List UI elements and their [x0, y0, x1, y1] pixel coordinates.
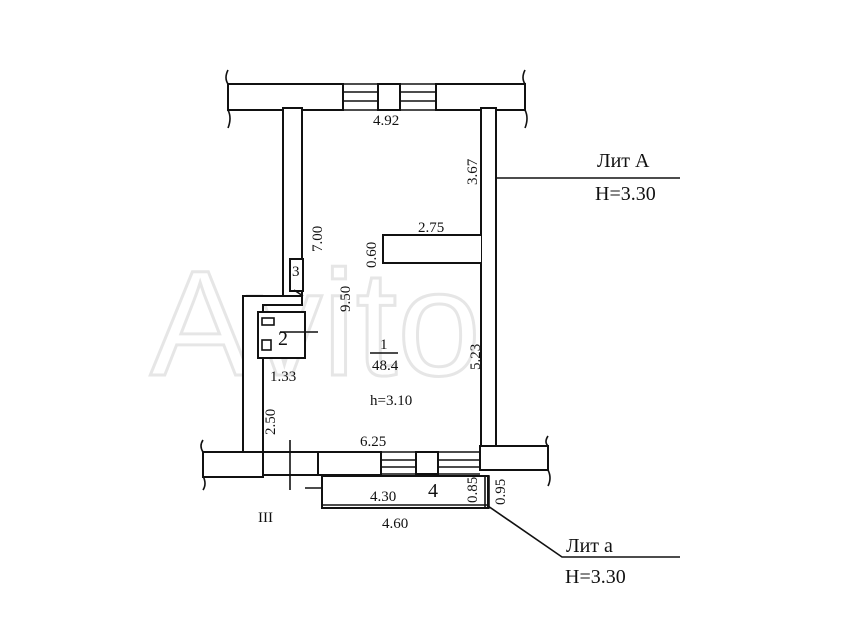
top-window	[343, 83, 436, 111]
dim-top: 4.92	[373, 113, 399, 129]
dim-balcony-outer: 4.60	[382, 516, 408, 532]
walls	[200, 69, 680, 558]
balcony	[321, 475, 489, 509]
room-4-number: 4	[428, 480, 438, 502]
dim-left-total: 9.50	[338, 286, 354, 312]
dim-balcony-depth-inner: 0.85	[465, 477, 481, 503]
toilet-icon	[261, 317, 275, 326]
bottom-window	[381, 451, 480, 475]
floor-label: III	[258, 510, 273, 526]
dim-balcony-depth-outer: 0.95	[493, 479, 509, 505]
labels: 4.92 3.67 2.75 0.60 7.00 9.50 5.23 1.33 …	[258, 113, 656, 588]
balcony-building-height: Н=3.30	[565, 566, 626, 588]
building-label: Лит А	[597, 150, 650, 172]
bottom-wall-mid	[317, 451, 382, 476]
dim-bath-width: 1.33	[270, 369, 296, 385]
building-height: Н=3.30	[595, 183, 656, 205]
sink-icon	[261, 339, 272, 351]
bottom-wall-left	[202, 451, 264, 478]
lit-a-small-leader	[487, 505, 680, 558]
dim-left-lower: 2.50	[263, 409, 279, 435]
watermark: Avito	[150, 239, 481, 407]
top-wall-right	[435, 83, 526, 111]
room-2-number: 2	[278, 328, 288, 350]
dim-right-upper: 3.67	[465, 158, 481, 185]
bottom-wall-right	[479, 445, 549, 471]
top-wall-left	[227, 83, 344, 111]
room-3-number: 3	[292, 264, 300, 280]
dim-left-upper: 7.00	[310, 226, 326, 252]
partition-wall	[382, 234, 481, 264]
balcony-building-label: Лит а	[566, 535, 613, 557]
dim-bottom: 6.25	[360, 434, 386, 450]
right-wall	[480, 107, 497, 449]
dim-partition: 2.75	[418, 220, 444, 236]
room-1-height: h=3.10	[370, 393, 412, 409]
dim-balcony-inner: 4.30	[370, 489, 396, 505]
dim-partition-thickness: 0.60	[364, 242, 380, 268]
room-1-area: 48.4	[372, 358, 399, 374]
dim-right-lower: 5.23	[468, 344, 484, 370]
room-1-number: 1	[380, 337, 388, 353]
